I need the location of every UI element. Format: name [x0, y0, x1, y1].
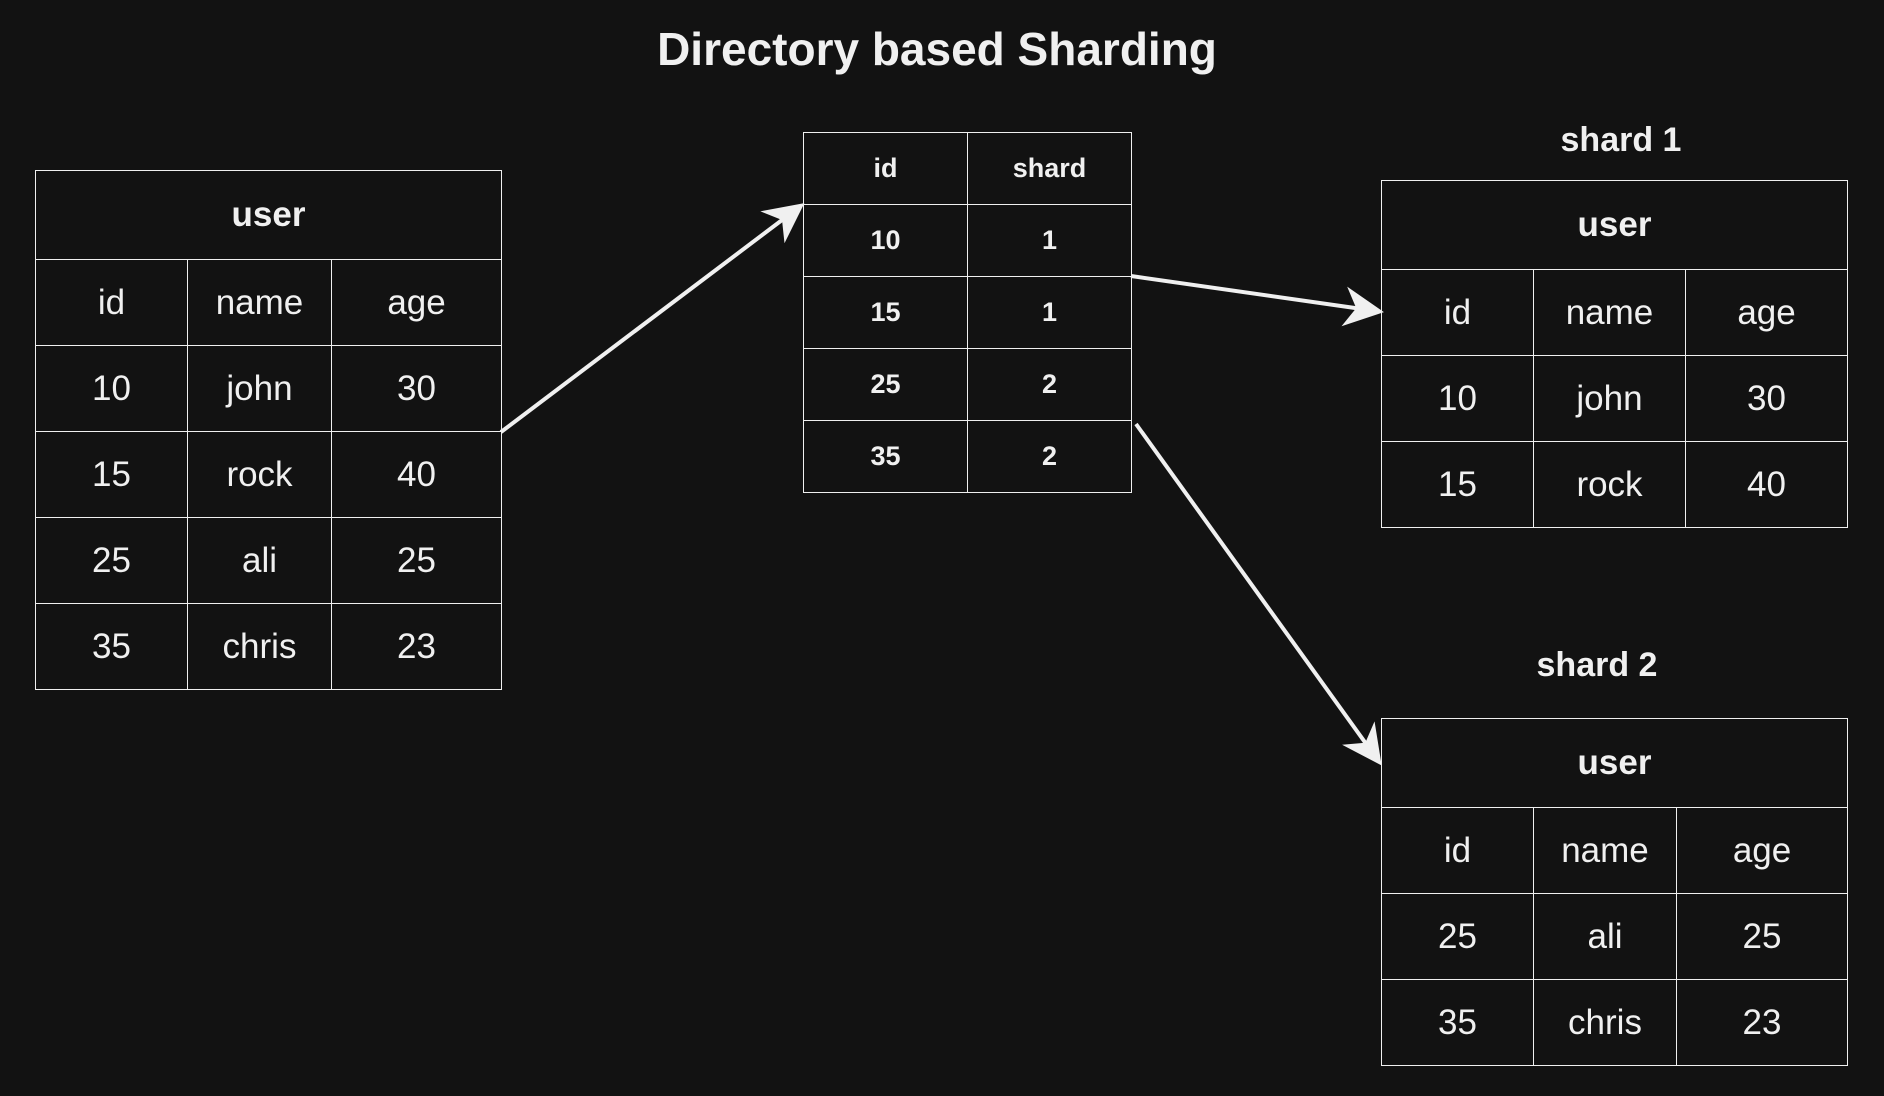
table-cell: 30	[330, 345, 503, 432]
column-header-age: age	[1675, 807, 1849, 894]
table-cell: john	[1533, 355, 1686, 442]
table-cell: 40	[1684, 441, 1849, 528]
column-header-id: id	[803, 132, 968, 205]
shard-2-label: shard 2	[1536, 646, 1658, 684]
table-cell: 25	[1381, 893, 1534, 980]
column-header-name: name	[187, 259, 332, 346]
table-cell: 10	[35, 345, 188, 432]
table-row: 10 1	[803, 204, 1132, 277]
table-cell: john	[187, 345, 332, 432]
table-cell: 30	[1684, 355, 1849, 442]
table-cell: 25	[330, 517, 503, 604]
table-cell: 10	[803, 204, 968, 277]
table-row: 35 chris 23	[35, 603, 503, 690]
table-cell: 35	[1381, 979, 1534, 1066]
table-cell: 35	[803, 420, 968, 493]
shard-1-user-table: user id name age 10 john 30 15 rock 40	[1380, 180, 1849, 528]
table-cell: 25	[1675, 893, 1849, 980]
column-header-id: id	[1381, 807, 1534, 894]
table-cell: 1	[967, 276, 1132, 349]
table-cell: 25	[803, 348, 968, 421]
column-header-name: name	[1533, 807, 1677, 894]
table-cell: 35	[35, 603, 188, 690]
column-header-age: age	[1684, 269, 1849, 356]
column-header-id: id	[35, 259, 188, 346]
table-row: 15 rock 40	[1381, 441, 1849, 528]
column-header-id: id	[1381, 269, 1534, 356]
table-cell: 40	[330, 431, 503, 518]
table-caption: user	[34, 170, 503, 260]
table-cell: 15	[35, 431, 188, 518]
table-cell: 23	[1675, 979, 1849, 1066]
table-cell: 2	[967, 420, 1132, 493]
shard-2-user-table: user id name age 25 ali 25 35 chris 23	[1380, 718, 1849, 1066]
table-caption: user	[1380, 180, 1849, 270]
table-cell: 15	[1381, 441, 1534, 528]
table-cell: ali	[1533, 893, 1677, 980]
table-cell: chris	[187, 603, 332, 690]
shard-1-label: shard 1	[1560, 121, 1682, 159]
table-cell: ali	[187, 517, 332, 604]
table-row: 10 john 30	[1381, 355, 1849, 442]
arrow-source-to-directory	[499, 203, 805, 434]
directory-table: id shard 10 1 15 1 25 2 35 2	[803, 132, 1132, 493]
table-row: 15 rock 40	[35, 431, 503, 518]
table-row: 10 john 30	[35, 345, 503, 432]
arrow-directory-to-shard-1	[1130, 274, 1384, 327]
column-header-name: name	[1533, 269, 1686, 356]
table-cell: 1	[967, 204, 1132, 277]
table-cell: chris	[1533, 979, 1677, 1066]
table-cell: rock	[187, 431, 332, 518]
column-header-shard: shard	[967, 132, 1132, 205]
arrow-directory-to-shard-2	[1134, 422, 1382, 766]
table-cell: 10	[1381, 355, 1534, 442]
table-row: 35 2	[803, 420, 1132, 493]
table-cell: 15	[803, 276, 968, 349]
source-user-table: user id name age 10 john 30 15 rock 40 2…	[34, 170, 503, 690]
table-cell: rock	[1533, 441, 1686, 528]
table-row: 15 1	[803, 276, 1132, 349]
table-cell: 2	[967, 348, 1132, 421]
table-row: 25 2	[803, 348, 1132, 421]
table-cell: 23	[330, 603, 503, 690]
column-header-age: age	[330, 259, 503, 346]
table-row: 25 ali 25	[1381, 893, 1849, 980]
table-row: 25 ali 25	[35, 517, 503, 604]
table-cell: 25	[35, 517, 188, 604]
table-row: 35 chris 23	[1381, 979, 1849, 1066]
table-caption: user	[1380, 718, 1849, 808]
diagram-title: Directory based Sharding	[657, 23, 1217, 75]
